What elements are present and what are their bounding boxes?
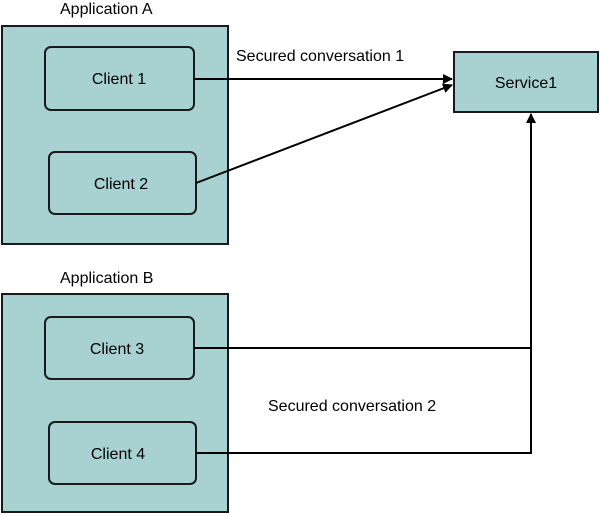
service-label: Service1: [495, 75, 557, 92]
application-a-label: Application A: [60, 1, 153, 18]
client-2-to-service-arrow: [195, 83, 453, 184]
conversation-1-label: Secured conversation 1: [236, 48, 404, 65]
application-b-label: Application B: [60, 270, 153, 287]
client-4-label: Client 4: [91, 446, 145, 463]
client-3-label: Client 3: [90, 341, 144, 358]
client-2-label: Client 2: [94, 176, 148, 193]
client-1-label: Client 1: [92, 71, 146, 88]
service-box: [453, 51, 599, 113]
conversation-2-label: Secured conversation 2: [268, 398, 436, 415]
client-3-to-service-arrow: [194, 113, 536, 349]
client-4-connector: [196, 348, 532, 454]
